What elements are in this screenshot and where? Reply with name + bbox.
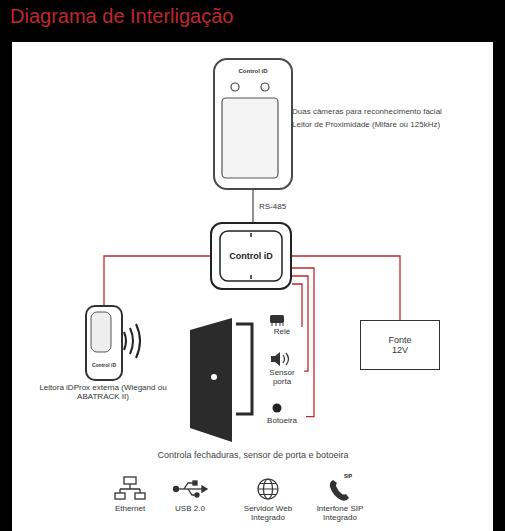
module-inner [220, 231, 282, 281]
label-text: Interfone SIP Integrado [310, 504, 370, 522]
label-text: Controla fechaduras, sensor de porta e b… [103, 450, 403, 460]
relay-symbol [270, 315, 284, 323]
sensor-symbol [271, 352, 280, 366]
label-text: Leitor de Proximidade (Mifare ou 125kHz) [292, 120, 492, 129]
relay-item: Relé [262, 312, 302, 342]
relay-pins [272, 323, 283, 326]
signal-name: RS-485 [258, 202, 287, 211]
rf-waves [124, 324, 140, 358]
controller-module: Control iD [210, 222, 292, 290]
globe-icon [258, 479, 278, 499]
external-reader: Control iDLeitora iDProx externa (Wiegan… [85, 305, 123, 381]
label-text: Servidor Web Integrado [238, 504, 298, 522]
label-text: Duas câmeras para reconhecimento facial [292, 107, 492, 116]
module-tick [250, 233, 252, 237]
door-sensor-item: Sensor porta [260, 350, 304, 392]
camera-lens [231, 83, 239, 91]
node-text: Relé [262, 327, 302, 336]
node-text: Sensor porta [260, 368, 304, 386]
node-text: Control iD [215, 68, 291, 75]
door-knob [211, 374, 217, 380]
button-symbol [273, 404, 282, 413]
node-text: Control iD [87, 363, 121, 369]
connector [104, 256, 210, 305]
face-reader: Control iD [213, 58, 293, 190]
device-screen [222, 98, 278, 178]
diagram-title: Diagrama de Interligação [10, 5, 233, 28]
connector [292, 284, 302, 327]
door [190, 318, 232, 442]
phone-icon [330, 480, 349, 501]
sensor-waves [283, 353, 289, 365]
usb-icon [174, 481, 208, 497]
connector [252, 190, 253, 222]
power-supply-box: Fonte 12V [360, 320, 440, 370]
module-tick [250, 275, 252, 279]
node-text: Control iD [229, 251, 273, 261]
ethernet-icon [115, 477, 145, 499]
camera-lens [261, 83, 269, 91]
reader-window [91, 312, 111, 352]
node-caption: Leitora iDProx externa (Wiegand ou ABATR… [37, 383, 169, 401]
label-text: USB 2.0 [160, 504, 220, 513]
label-text: SIP [344, 474, 364, 480]
label-text: Ethernet [100, 504, 160, 513]
node-text: Botoeira [258, 416, 306, 425]
door-frame [236, 324, 252, 414]
connector [292, 268, 314, 417]
panel [12, 42, 493, 531]
push-button-item: Botoeira [258, 402, 306, 431]
connector [292, 276, 308, 371]
node-text: Fonte 12V [380, 335, 420, 356]
